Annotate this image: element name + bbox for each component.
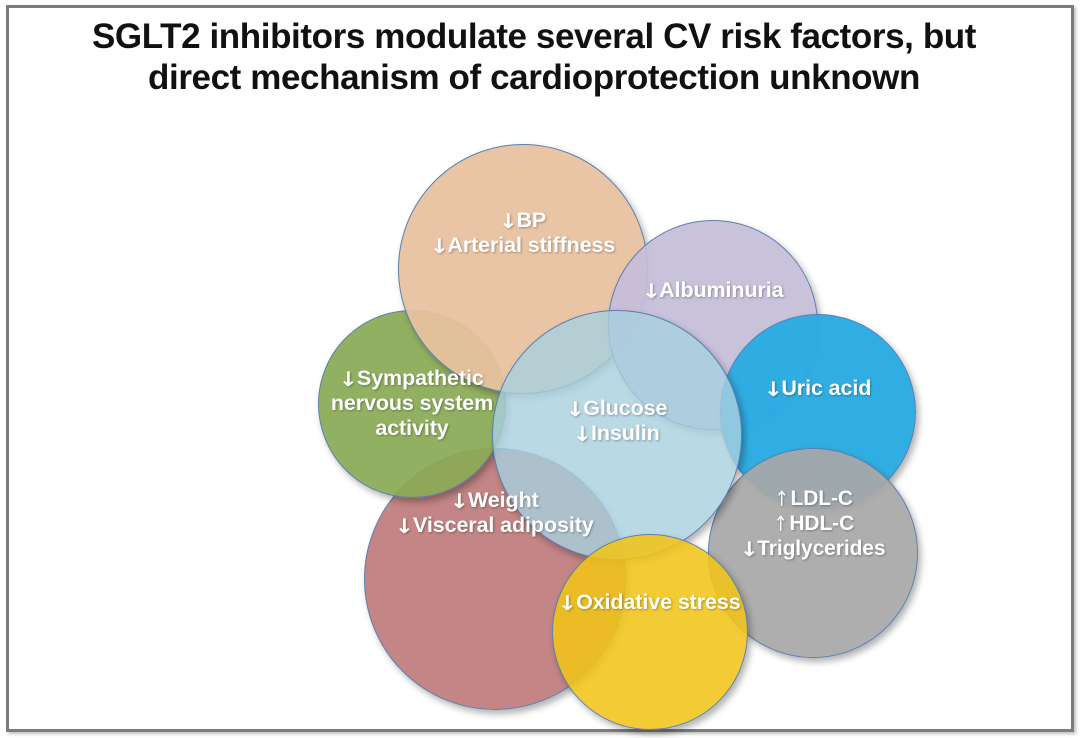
oxidative-stress-circle [552, 534, 748, 730]
venn-diagram: ↓BP ↓Arterial stiffness ↓Albuminuria ↓Ur… [0, 108, 1080, 734]
page-title-line-1: SGLT2 inhibitors modulate several CV ris… [91, 17, 977, 56]
page-title-line-2: direct mechanism of cardioprotection unk… [148, 58, 920, 98]
glucose-insulin-circle [492, 310, 742, 560]
page-title: SGLT2 inhibitors modulate several CV ris… [16, 16, 1052, 99]
